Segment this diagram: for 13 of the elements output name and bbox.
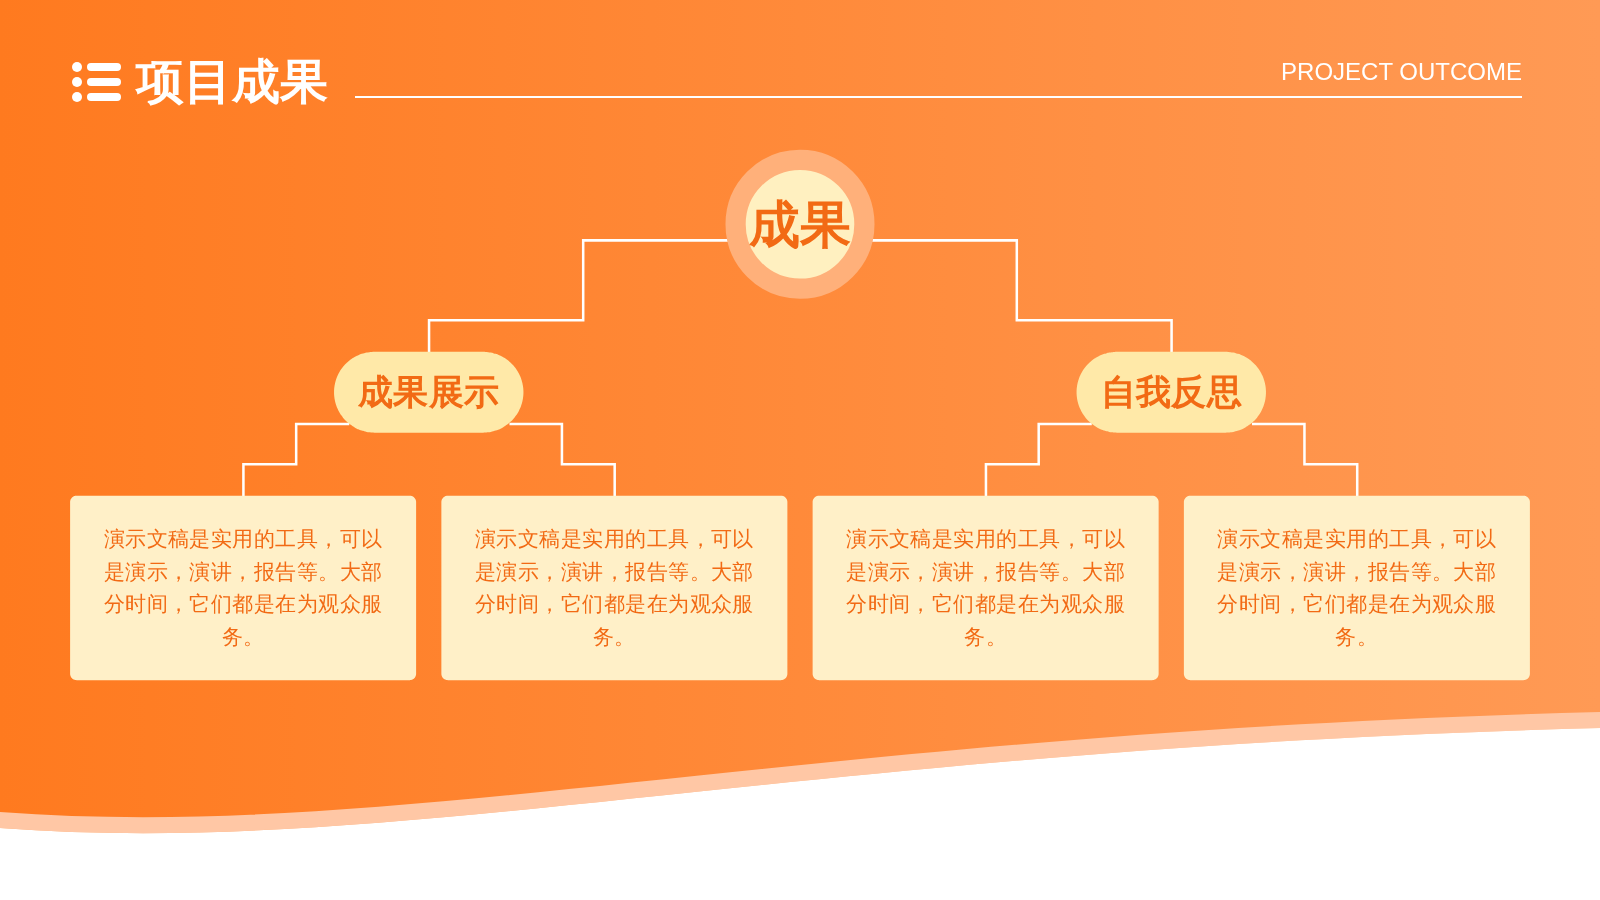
subtitle-label: PROJECT OUTCOME <box>1281 58 1522 86</box>
title: 项目成果 <box>136 54 328 110</box>
connector <box>984 422 1092 498</box>
node-box: 演示文稿是实用的工具，可以是演示，演讲，报告等。大部分时间，它们都是在为观众服务。 <box>812 495 1159 681</box>
node-circle: 成果 <box>725 149 875 299</box>
node-box: 自我反思 <box>1076 351 1266 433</box>
connector <box>1252 422 1359 498</box>
connector <box>242 422 350 498</box>
connector <box>509 422 617 498</box>
node-box: 演示文稿是实用的工具，可以是演示，演讲，报告等。大部分时间，它们都是在为观众服务。 <box>1183 495 1530 681</box>
node-box: 演示文稿是实用的工具，可以是演示，演讲，报告等。大部分时间，它们都是在为观众服务。 <box>70 495 417 681</box>
node-box: 演示文稿是实用的工具，可以是演示，演讲，报告等。大部分时间，它们都是在为观众服务。 <box>441 495 788 681</box>
node-box: 成果展示 <box>334 351 524 433</box>
